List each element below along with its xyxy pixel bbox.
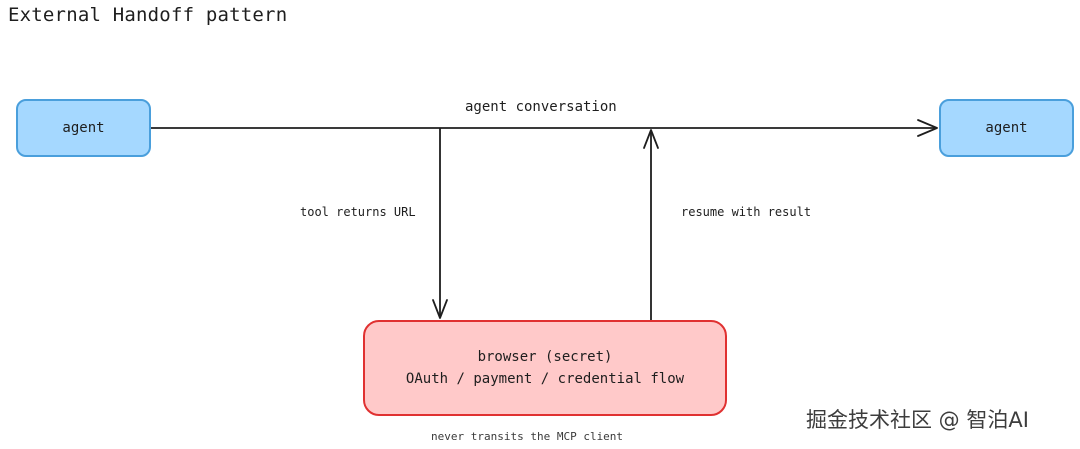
- conversation-arrowhead: [917, 119, 938, 137]
- browser-node: browser (secret) OAuth / payment / crede…: [363, 320, 727, 416]
- watermark: 掘金技术社区 @ 智泊AI: [806, 408, 1029, 432]
- agent-node-right: agent: [939, 99, 1074, 157]
- agent-node-left-label: agent: [62, 120, 105, 136]
- conversation-label: agent conversation: [465, 99, 617, 115]
- browser-node-subtitle: OAuth / payment / credential flow: [405, 371, 685, 387]
- tool-returns-label: tool returns URL: [300, 205, 416, 219]
- browser-node-title: browser (secret): [477, 349, 613, 365]
- resume-label: resume with result: [681, 205, 812, 219]
- resume-arrowhead: [643, 129, 659, 149]
- diagram-title: External Handoff pattern: [8, 4, 288, 26]
- agent-node-right-label: agent: [985, 120, 1028, 136]
- never-transits-note: never transits the MCP client: [431, 430, 624, 443]
- agent-node-left: agent: [16, 99, 151, 157]
- tool-returns-arrowhead: [432, 299, 448, 319]
